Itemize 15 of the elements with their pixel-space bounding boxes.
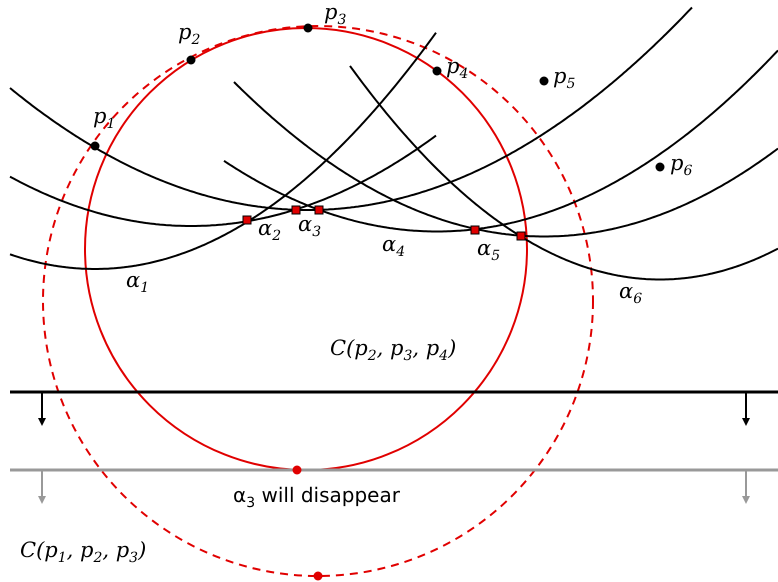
- point-label: p$_{6}$: [670, 153, 692, 178]
- circle-label: C(p$_{1}$, p$_{2}$, p$_{3}$): [20, 540, 146, 566]
- point-label: p$_{5}$: [553, 66, 576, 92]
- point-label: p$_{1}$: [93, 106, 116, 132]
- circle-label: C(p$_{2}$, p$_{3}$, p$_{4}$): [330, 338, 456, 364]
- arc-label: α$_{4}$: [382, 234, 406, 260]
- point-label: p$_{2}$: [178, 22, 200, 48]
- arc-label: α$_{1}$: [126, 270, 150, 296]
- arc-label: α$_{2}$: [258, 218, 282, 244]
- point-label: p$_{4}$: [446, 56, 468, 82]
- event-note: α$_{3}$ will disappear: [233, 485, 400, 510]
- arc-label: α$_{5}$: [477, 238, 500, 264]
- arc-label: α$_{3}$: [298, 214, 322, 240]
- arc-label: α$_{6}$: [619, 281, 642, 306]
- point-label: p$_{3}$: [324, 2, 346, 28]
